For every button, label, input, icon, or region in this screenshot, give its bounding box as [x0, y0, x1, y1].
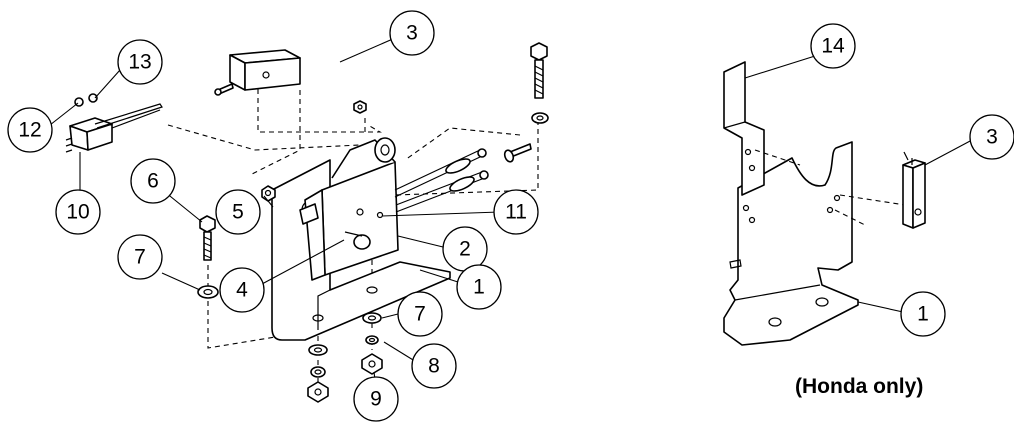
svg-text:13: 13	[128, 51, 151, 74]
cable-bundle	[394, 148, 489, 213]
bottom-hardware-left	[307, 344, 329, 403]
honda-leader-3	[924, 139, 973, 166]
svg-text:2: 2	[459, 238, 471, 261]
actuator-body	[299, 137, 399, 281]
callout-12: 12	[7, 107, 53, 153]
callout-9: 9	[353, 376, 399, 422]
honda-tab-bracket	[723, 61, 765, 196]
svg-text:7: 7	[134, 246, 146, 269]
honda-alignment-line-3	[834, 209, 866, 226]
small-nut	[353, 100, 367, 114]
left-washer	[197, 285, 219, 299]
side-screw	[503, 143, 532, 163]
svg-text:3: 3	[406, 22, 418, 45]
main-assembly: 3 13 12 10 6 5 11 2 7 4 1 7 8 9	[7, 10, 549, 422]
svg-text:14: 14	[821, 35, 845, 58]
honda-vertical-bar	[902, 151, 926, 229]
svg-text:5: 5	[232, 201, 244, 224]
micro-switch	[65, 93, 163, 153]
svg-text:1: 1	[917, 303, 929, 326]
callout-3: 3	[389, 10, 435, 56]
svg-text:11: 11	[505, 201, 527, 224]
svg-text:8: 8	[428, 355, 440, 378]
callout-6: 6	[130, 158, 176, 204]
honda-alignment-line-1	[754, 149, 801, 166]
leader-lines	[49, 37, 501, 397]
lever-bar	[214, 49, 301, 96]
honda-leader-14	[744, 55, 816, 79]
honda-leader-1	[857, 301, 904, 313]
svg-text:1: 1	[473, 276, 485, 299]
callout-5: 5	[215, 189, 261, 235]
callout-1-left: 1	[456, 264, 502, 310]
svg-text:12: 12	[18, 119, 41, 142]
svg-text:4: 4	[236, 279, 248, 302]
callout-8: 8	[411, 343, 457, 389]
callout-11: 11	[493, 189, 539, 235]
top-right-bolt	[530, 42, 549, 124]
bottom-hardware-right	[361, 312, 383, 375]
callout-1-honda: 1	[900, 291, 946, 337]
mid-nut	[261, 185, 276, 202]
callout-4: 4	[219, 267, 265, 313]
honda-alignment-line-2	[839, 194, 906, 206]
honda-only-caption: (Honda only)	[795, 375, 923, 398]
svg-text:3: 3	[986, 126, 998, 149]
svg-text:6: 6	[147, 170, 159, 193]
callout-3-honda: 3	[969, 114, 1014, 160]
left-bolt	[199, 215, 216, 261]
svg-text:10: 10	[66, 201, 89, 224]
callout-13: 13	[117, 39, 163, 85]
callout-10: 10	[55, 189, 101, 235]
svg-text:7: 7	[414, 303, 426, 326]
callout-7-right: 7	[397, 291, 443, 337]
honda-assembly: 14 3 1 (Honda only)	[723, 23, 1014, 398]
callout-7-left: 7	[117, 234, 163, 280]
honda-bracket-plate	[723, 141, 859, 346]
svg-text:9: 9	[370, 388, 382, 411]
callout-14: 14	[810, 23, 856, 69]
